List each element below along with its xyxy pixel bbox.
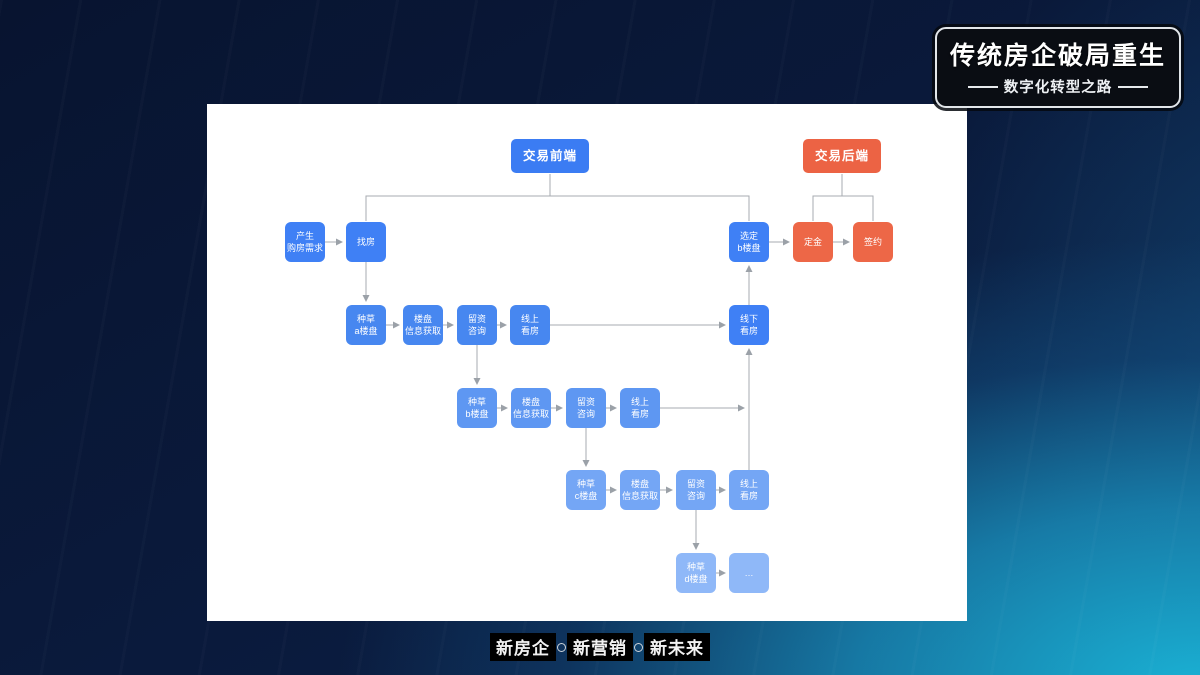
flow-node-seed_a: 种草 a楼盘 [346,305,386,345]
flow-node-info_c: 楼盘 信息获取 [620,470,660,510]
dash-right-decoration [1118,85,1149,88]
dash-left-decoration [967,85,998,88]
caption-item-3: 新未来 [644,633,710,661]
flow-node-seed_b: 种草 b楼盘 [457,388,497,428]
ring-separator-icon [557,642,566,652]
slide-subtitle-row: 数字化转型之路 [950,76,1166,97]
flow-node-seed_c: 种草 c楼盘 [566,470,606,510]
slide-title: 传统房企破局重生 [949,42,1166,70]
caption-item-1: 新房企 [490,633,556,661]
flow-node-online_b: 线上 看房 [620,388,660,428]
caption-item-2: 新营销 [567,633,633,661]
flow-node-select: 选定 b楼盘 [729,222,769,262]
flowchart-panel: 交易前端交易后端产生 购房需求找房选定 b楼盘定金签约种草 a楼盘楼盘 信息获取… [207,104,967,621]
flow-node-info_a: 楼盘 信息获取 [403,305,443,345]
flow-edge-front-select [550,195,750,221]
flow-node-offline: 线下 看房 [729,305,769,345]
flow-node-ask_c: 留资 咨询 [676,470,716,510]
flowchart-connectors [325,174,874,577]
flow-node-need: 产生 购房需求 [285,222,325,262]
flow-node-front: 交易前端 [511,139,589,173]
flow-node-more: … [729,553,769,593]
flow-node-find: 找房 [346,222,386,262]
flow-node-deposit: 定金 [793,222,833,262]
ring-separator-icon [634,642,643,652]
flow-node-online_c: 线上 看房 [729,470,769,510]
slide-subtitle: 数字化转型之路 [1003,80,1113,96]
flow-node-sign: 签约 [853,222,893,262]
flow-edge-front-find [365,174,551,221]
flow-node-seed_d: 种草 d楼盘 [676,553,716,593]
flow-edge-back-deposit [812,174,843,221]
flow-node-info_b: 楼盘 信息获取 [511,388,551,428]
flow-edge-back-sign [842,195,874,221]
flow-node-online_a: 线上 看房 [510,305,550,345]
flow-node-back: 交易后端 [803,139,881,173]
title-badge: 传统房企破局重生 数字化转型之路 [934,27,1181,108]
flow-node-ask_b: 留资 咨询 [566,388,606,428]
footer-caption: 新房企 新营销 新未来 [490,633,710,661]
flow-node-ask_a: 留资 咨询 [457,305,497,345]
